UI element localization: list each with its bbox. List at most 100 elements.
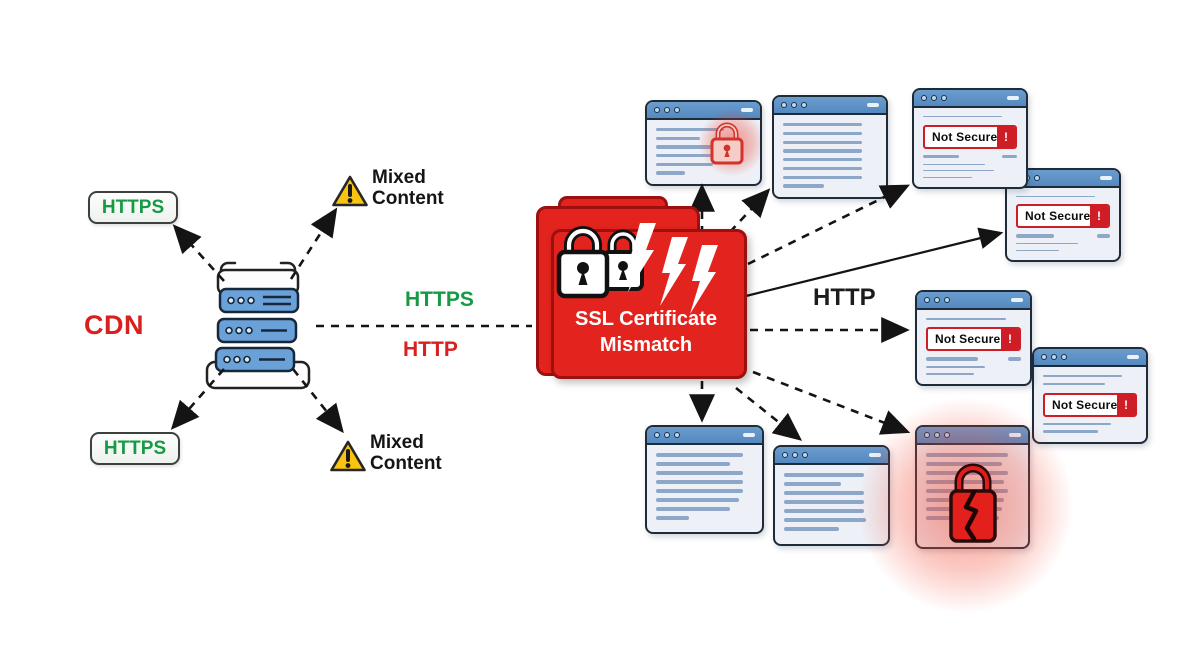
content-line [656,128,725,132]
content-line [656,154,731,158]
window-dot-icon [944,297,950,303]
window-dot-icon [782,452,788,458]
browser-content [647,445,762,532]
broken-lock-icon [949,463,997,543]
window-dot-icon [921,95,927,101]
https-connection-label: HTTPS [405,288,474,311]
minimize-icon [743,433,755,437]
content-line [656,453,744,457]
window-dot-icon [664,107,670,113]
browser-content: Not Secure! [917,310,1030,384]
content-line [656,498,740,502]
mixed-content-label-bottom: Mixed Content [370,432,442,474]
http-connection-label: HTTP [403,338,458,361]
browser-content [647,120,760,184]
browser-titlebar [1034,349,1146,367]
browser-titlebar [774,97,886,115]
cdn-server-icon [205,261,311,390]
mixed-content-label-top: Mixed Content [372,167,444,209]
window-dot-icon [781,102,787,108]
content-line [783,184,825,188]
browser-content: Not Secure! [914,108,1026,187]
window-dot-icon [674,432,680,438]
minimize-icon [1011,298,1023,302]
warning-exclamation-icon: ! [1117,394,1135,415]
content-line [783,131,862,135]
browser-content: Not Secure! [1007,188,1119,260]
not-secure-badge: Not Secure! [923,124,1017,149]
browser-content: Not Secure! [1034,367,1146,442]
content-line [784,473,864,477]
content-line [783,140,862,144]
content-line-row [1016,234,1110,238]
content-line [656,507,730,511]
window-dot-icon [931,95,937,101]
browser-window-plain [645,425,764,534]
browser-titlebar [647,427,762,445]
minimize-icon [867,103,879,107]
not-secure-badge: Not Secure! [1016,204,1110,229]
content-line [783,149,862,153]
browser-content [774,115,886,197]
browser-titlebar [775,447,888,465]
content-line [926,318,1006,320]
content-line [923,170,995,171]
browser-window-not-secure: Not Secure! [1032,347,1148,444]
content-line [656,162,713,166]
https-badge-top-label: HTTPS [101,196,165,218]
content-line [784,491,864,495]
content-line [1016,196,1095,197]
browser-window-not-secure: Not Secure! [912,88,1028,189]
browser-titlebar [914,90,1026,108]
window-dot-icon [674,107,680,113]
cdn-label: CDN [84,310,144,340]
browser-window-not-secure: Not Secure! [915,290,1032,386]
content-line [1043,382,1106,385]
https-badge-bottom-label: HTTPS [103,437,167,459]
browser-window-locked-warning [645,100,762,186]
content-line [1016,243,1079,245]
content-line [784,518,866,522]
window-dot-icon [1061,354,1067,360]
window-dot-icon [654,107,660,113]
content-line [656,462,730,466]
content-line [656,145,731,149]
browser-titlebar [917,292,1030,310]
window-dot-icon [664,432,670,438]
https-badge-top: HTTPS [88,191,178,224]
window-dot-icon [791,102,797,108]
warning-exclamation-icon: ! [1090,206,1108,227]
content-line [1043,422,1111,425]
warning-exclamation-icon: ! [997,126,1015,147]
minimize-icon [1127,355,1139,359]
window-dot-icon [1034,175,1040,181]
window-dot-icon [924,297,930,303]
content-line [784,500,864,504]
minimize-icon [741,108,753,112]
warning-exclamation-icon: ! [1001,329,1019,349]
window-dot-icon [1041,354,1047,360]
minimize-icon [1007,96,1019,100]
window-dot-icon [941,95,947,101]
content-line [784,509,864,513]
content-line [923,163,986,165]
content-line [656,136,700,140]
content-line [783,166,862,170]
content-line [656,489,744,493]
content-line [656,171,685,175]
window-dot-icon [792,452,798,458]
not-secure-badge: Not Secure! [926,327,1021,351]
content-line [923,176,972,178]
insecure-lock-icon [710,122,744,165]
content-line-row [923,154,1017,158]
content-line [926,373,974,375]
https-badge-bottom: HTTPS [90,432,180,465]
window-dot-icon [934,297,940,303]
http-label-right: HTTP [813,284,876,311]
content-line [783,175,862,179]
minimize-icon [1100,176,1112,180]
content-line-row [926,357,1021,361]
browser-content [775,465,888,544]
content-line [923,116,1002,117]
